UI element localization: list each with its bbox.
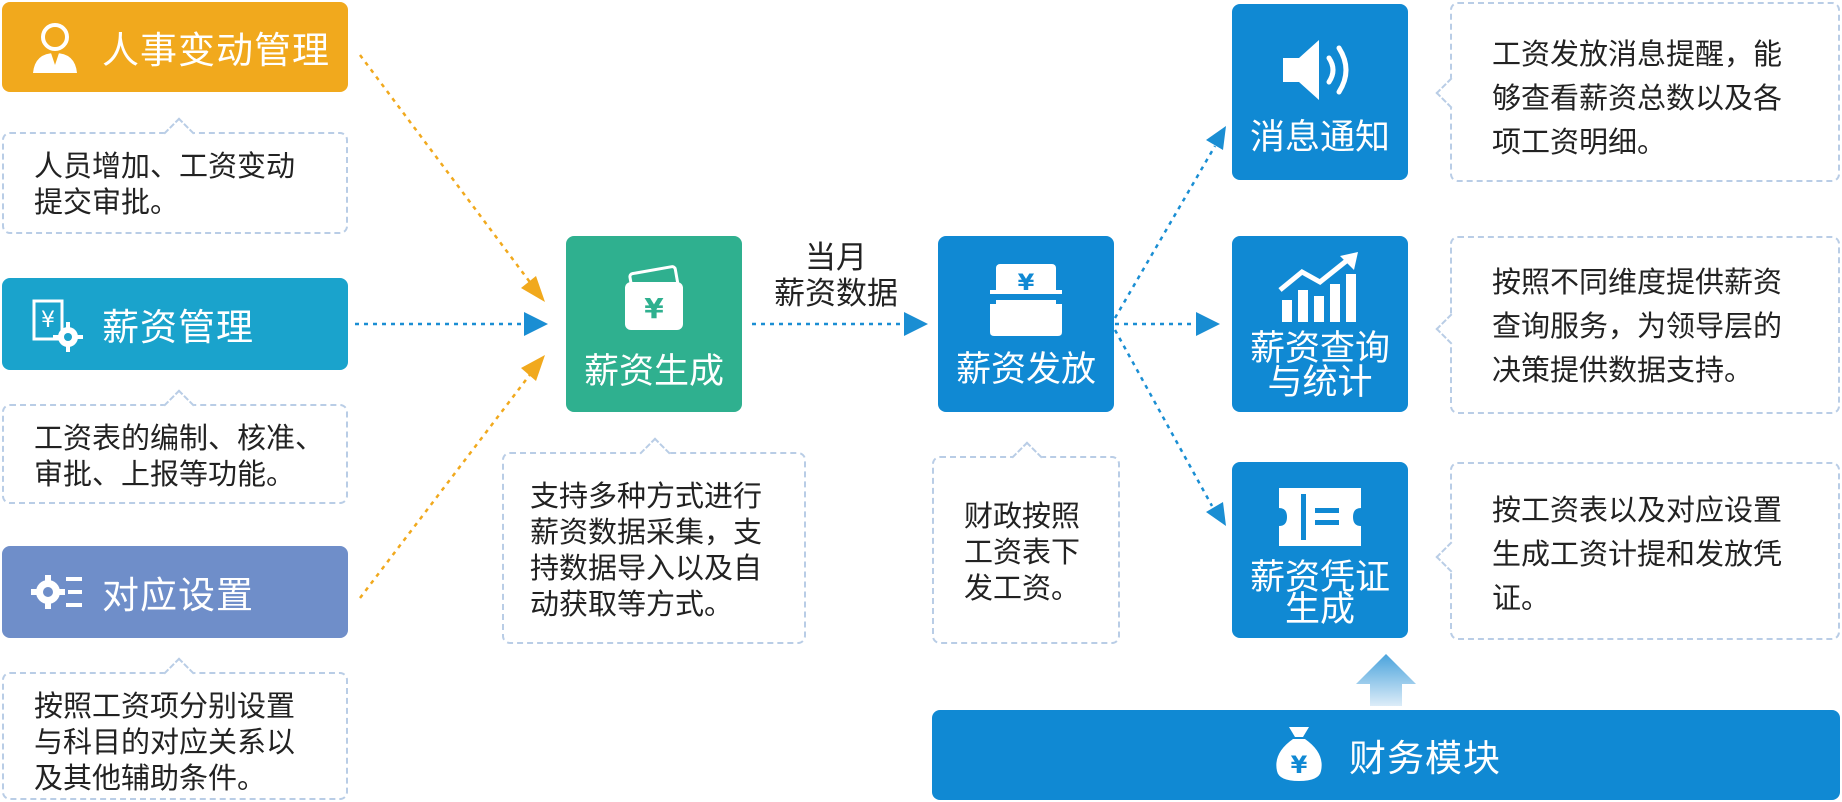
bubble-text: 按照不同维度提供薪资 查询服务，为领导层的 决策提供数据支持。 [1492,265,1783,387]
yen-gear-icon: ¥ [26,295,84,353]
arrow-hr-to-generate [358,54,540,294]
gear-list-icon [26,563,84,621]
svg-text:¥: ¥ [1291,751,1308,779]
bubble-mapping: 按照工资项分别设置 与科目的对应关系以 及其他辅助条件。 [2,657,348,800]
box-label: 消息通知 [1249,118,1390,158]
finance-up-arrow [1356,654,1416,706]
box-salary-distribute: ¥ 薪资发放 [938,236,1114,412]
speaker-icon [1275,32,1365,112]
box-salary-generate: ¥ 薪资生成 [566,236,742,412]
arrow-label-monthly-data: 当月 薪资数据 [774,240,898,312]
tag-label: 薪资管理 [102,306,254,349]
arrow-head-generate [904,312,928,336]
arrow-head-hr [521,276,545,302]
tag-mapping: 对应设置 [2,546,348,638]
bubble-salary-mgmt: 工资表的编制、核准、 审批、上报等功能。 [2,389,348,504]
box-label: 薪资生成 [583,352,724,392]
bubble-text: 工资表的编制、核准、 审批、上报等功能。 [34,421,325,491]
arrow-to-notice [1113,145,1217,319]
box-voucher-generate: 薪资凭证 生成 [1232,462,1408,638]
tag-label: 人事变动管理 [102,29,330,72]
wallet-icon: ¥ [617,262,691,340]
person-icon [26,18,84,76]
finance-label: 财务模块 [1349,737,1501,780]
bubble-voucher-generate: 按工资表以及对应设置 生成工资计提和发放凭 证。 [1435,462,1840,640]
arrow-head-settings [521,355,545,381]
tag-label: 对应设置 [102,574,254,617]
arrow-head-query [1196,312,1220,336]
arrow-head-voucher [1206,502,1226,526]
money-bag-icon: ¥ [1271,723,1327,787]
arrow-head-notice [1206,126,1226,150]
bubble-message-notice: 工资发放消息提醒，能 够查看薪资总数以及各 项工资明细。 [1435,2,1840,182]
cash-tray-icon: ¥ [986,260,1066,342]
ticket-icon [1275,484,1365,554]
box-label: 薪资发放 [955,350,1096,390]
bubble-hr-change: 人员增加、工资变动 提交审批。 [2,117,348,234]
bubble-text: 按工资表以及对应设置 生成工资计提和发放凭 证。 [1492,493,1783,615]
box-message-notice: 消息通知 [1232,4,1408,180]
svg-text:¥: ¥ [41,308,55,333]
bubble-text: 按照工资项分别设置 与科目的对应关系以 及其他辅助条件。 [34,689,296,795]
bubble-salary-generate: 支持多种方式进行 薪资数据采集，支 持数据导入以及自 动获取等方式。 [502,437,806,644]
arrow-to-voucher [1113,329,1214,507]
box-salary-query: 薪资查询 与统计 [1232,236,1408,412]
bubble-text: 财政按照 工资表下 发工资。 [964,499,1081,605]
tag-salary-mgmt: ¥ 薪资管理 [2,278,348,370]
bubble-text: 人员增加、工资变动 提交审批。 [34,149,296,219]
box-label: 薪资凭证 生成 [1249,558,1390,630]
bubble-text: 工资发放消息提醒，能 够查看薪资总数以及各 项工资明细。 [1492,37,1783,159]
finance-module-bar: ¥ 财务模块 [932,710,1840,800]
arrow-head-salary [524,312,548,336]
bubble-text: 支持多种方式进行 薪资数据采集，支 持数据导入以及自 动获取等方式。 [530,479,763,621]
arrow-settings-to-generate [359,363,539,599]
box-label: 薪资查询 与统计 [1249,329,1390,403]
bubble-salary-query: 按照不同维度提供薪资 查询服务，为领导层的 决策提供数据支持。 [1435,236,1840,414]
svg-text:¥: ¥ [644,292,664,325]
bar-chart-icon [1274,250,1366,330]
tag-hr-change: 人事变动管理 [2,2,348,92]
bubble-salary-distribute: 财政按照 工资表下 发工资。 [932,441,1120,644]
